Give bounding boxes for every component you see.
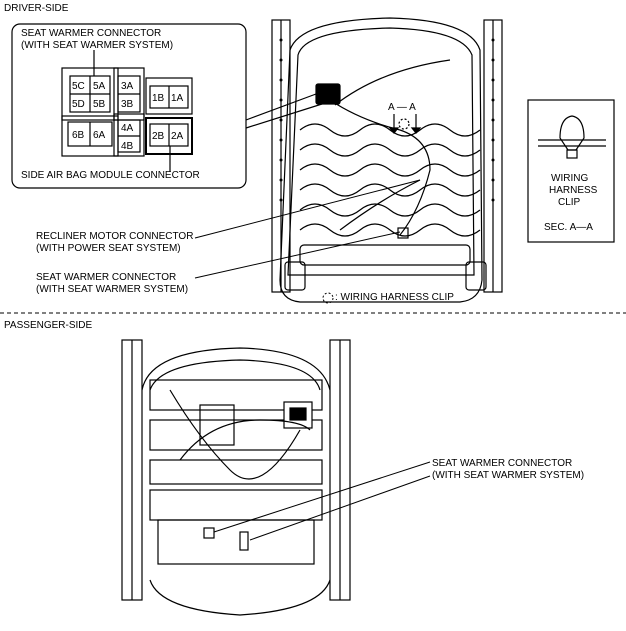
passenger-seat-warmer-label-line2: (WITH SEAT WARMER SYSTEM): [432, 470, 585, 481]
pin-label: 1A: [171, 93, 184, 104]
inset-seat-warmer-label-line2: (WITH SEAT WARMER SYSTEM): [21, 40, 174, 51]
pin-label: 3A: [121, 81, 134, 92]
driver-seat-frame: [271, 17, 503, 303]
recliner-connector-label-line2: (WITH POWER SEAT SYSTEM): [36, 243, 181, 254]
pin-label: 2B: [152, 131, 165, 142]
pin-label: 4A: [121, 123, 134, 134]
passenger-leader-lines: [213, 461, 431, 541]
passenger-seat-frame: [121, 339, 351, 616]
driver-side-heading: DRIVER-SIDE: [4, 3, 69, 14]
pin-label: 1B: [152, 93, 165, 104]
section-aa-box: [527, 99, 615, 243]
inset-pin-labels: 5C 5A 5D 5B 6B 6A 3A 3B 4A 4B 1B 1A 2B 2A: [72, 81, 184, 152]
clip-label-line1: WIRING: [551, 173, 589, 184]
sec-aa-label: SEC. A—A: [544, 222, 593, 233]
pin-label: 5B: [93, 99, 106, 110]
driver-seat-warmer-label-line2: (WITH SEAT WARMER SYSTEM): [36, 284, 189, 295]
pin-label: 5D: [72, 99, 85, 110]
clip-legend-icon: [322, 292, 334, 304]
driver-leader-lines: [194, 179, 421, 279]
recliner-connector-label-line1: RECLINER MOTOR CONNECTOR: [36, 231, 194, 242]
inset-seat-warmer-label-line1: SEAT WARMER CONNECTOR: [21, 28, 162, 39]
pin-label: 2A: [171, 131, 184, 142]
clip-label-line2: HARNESS: [549, 185, 598, 196]
pin-label: 6A: [93, 130, 106, 141]
pin-label: 5A: [93, 81, 106, 92]
passenger-seat-warmer-label-line1: SEAT WARMER CONNECTOR: [432, 458, 573, 469]
pin-label: 3B: [121, 99, 134, 110]
passenger-side-heading: PASSENGER-SIDE: [4, 320, 93, 331]
driver-rail-holes: [279, 38, 495, 202]
section-marker-label: A — A: [388, 102, 416, 113]
connector-inset: [11, 23, 323, 189]
clip-legend-label: : WIRING HARNESS CLIP: [335, 292, 454, 303]
driver-seat-warmer-label-line1: SEAT WARMER CONNECTOR: [36, 272, 177, 283]
pin-label: 6B: [72, 130, 85, 141]
clip-label-line3: CLIP: [558, 197, 581, 208]
pin-label: 4B: [121, 141, 134, 152]
pin-label: 5C: [72, 81, 85, 92]
side-airbag-connector-label: SIDE AIR BAG MODULE CONNECTOR: [21, 170, 200, 181]
